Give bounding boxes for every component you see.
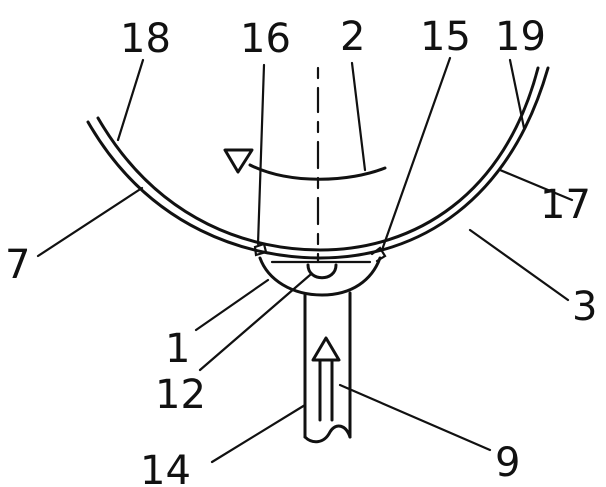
label-15: 15 <box>420 14 471 60</box>
outlet-opening-16 <box>253 242 268 257</box>
bowl-inner-wall <box>96 66 540 252</box>
label-7: 7 <box>5 242 30 288</box>
pipe-break-curve <box>303 424 352 444</box>
label-9: 9 <box>495 440 520 486</box>
leader-12 <box>198 273 312 372</box>
leader-7 <box>36 186 144 258</box>
rotation-arrowhead <box>223 148 254 174</box>
label-18: 18 <box>120 16 171 62</box>
label-17: 17 <box>540 182 591 228</box>
label-12: 12 <box>155 372 206 418</box>
leader-9 <box>338 383 492 452</box>
leader-15 <box>380 56 452 252</box>
leader-16 <box>256 63 266 246</box>
leader-18 <box>116 58 145 142</box>
bowl-outer-wall <box>86 66 550 260</box>
leader-19 <box>508 58 526 130</box>
leader-14 <box>210 403 307 464</box>
label-16: 16 <box>240 16 291 62</box>
label-19: 19 <box>495 14 546 60</box>
nozzle-head <box>258 256 382 297</box>
leader-2 <box>350 61 367 172</box>
flow-arrow-shaft <box>318 358 334 422</box>
label-1: 1 <box>165 326 190 372</box>
label-2: 2 <box>340 14 365 60</box>
leader-17 <box>498 168 574 202</box>
outlet-dome <box>306 263 338 280</box>
label-3: 3 <box>572 284 597 330</box>
leader-1 <box>194 278 270 332</box>
leader-3 <box>468 228 570 302</box>
rotation-arrow <box>248 163 387 181</box>
label-14: 14 <box>140 448 191 487</box>
flow-arrowhead <box>311 336 341 362</box>
outlet-opening-15 <box>370 246 387 263</box>
